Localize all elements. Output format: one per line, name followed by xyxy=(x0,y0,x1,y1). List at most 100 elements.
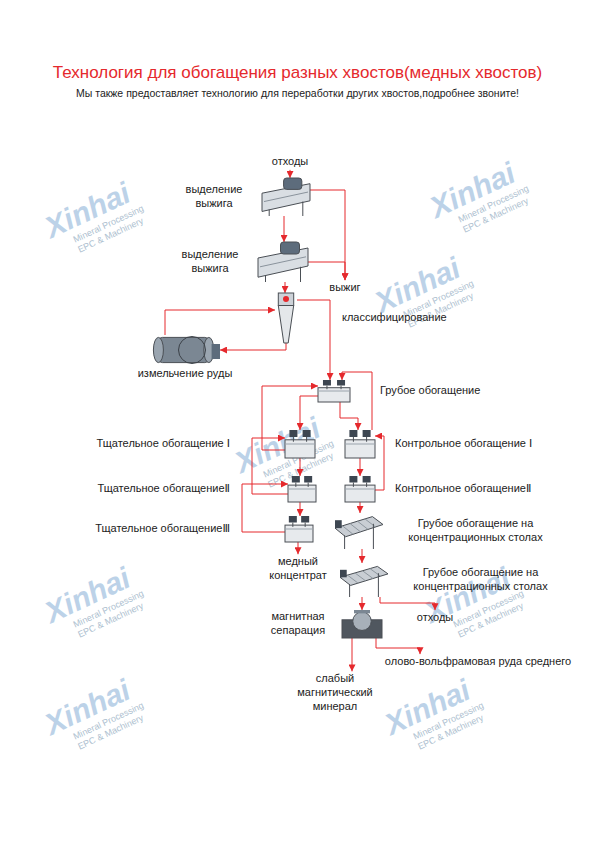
flow-connector xyxy=(297,300,330,380)
flow-connector xyxy=(360,458,361,476)
cell-tank xyxy=(318,388,350,402)
flow-connector xyxy=(376,638,420,654)
product-text: выжиг xyxy=(329,281,360,295)
watermark: XinhaiMineral ProcessingEPC & Machinery xyxy=(40,671,150,761)
product-node: выжиг xyxy=(327,280,362,296)
equipment-label: выделение выжига xyxy=(170,248,250,276)
cell-shaft xyxy=(308,483,309,487)
equipment-label: Тщательное обогащениеⅡ xyxy=(97,482,230,496)
equipment-node: выделение выжига xyxy=(258,242,308,282)
flow-connector xyxy=(284,216,285,242)
equipment-node: измельчение руды xyxy=(150,335,220,365)
equipment-text: измельчение руды xyxy=(130,367,240,381)
equipment-label: Грубое обогащение на концентрационных ст… xyxy=(398,566,563,594)
equipment-label: Грубое обогащение на концентрационных ст… xyxy=(393,517,558,545)
equipment-node: Контрольное обогащениеⅡ xyxy=(345,476,375,502)
cell-shaft xyxy=(292,523,293,527)
cell-shaft xyxy=(326,386,327,390)
cell-lip xyxy=(285,444,315,445)
equipment-label: Контрольное обогащениеⅡ xyxy=(395,482,531,496)
flow-connector xyxy=(310,190,345,280)
equipment-label: Контрольное обогащение Ⅰ xyxy=(395,437,532,451)
equipment-text: Тщательное обогащениеⅡ xyxy=(97,482,230,496)
cell-shaft xyxy=(341,386,342,390)
mill-gear xyxy=(179,337,206,364)
flow-connector xyxy=(308,262,345,280)
equipment-node: магнитная сепарация xyxy=(342,610,382,638)
equipment-text: Контрольное обогащение Ⅰ xyxy=(395,437,532,451)
cell-shaft xyxy=(353,437,354,442)
cell-shaft xyxy=(366,483,367,487)
hydrocyclone-icon xyxy=(275,293,297,343)
table-riffle xyxy=(357,521,368,529)
cell-shaft xyxy=(295,483,296,487)
cell-motor xyxy=(289,430,297,437)
equipment-node: Тщательное обогащение Ⅰ xyxy=(285,430,315,458)
vibrating-screen-icon xyxy=(262,178,310,216)
cell-tank xyxy=(345,485,375,502)
equipment-text: Грубое обогащение на концентрационных ст… xyxy=(398,566,563,594)
equipment-node: классифицирование xyxy=(275,293,297,343)
cell-tank xyxy=(345,440,375,458)
flow-connector xyxy=(300,396,318,430)
flow-connector xyxy=(362,549,363,563)
cell-motor xyxy=(301,516,309,523)
cell-motor xyxy=(363,430,371,437)
table-drive xyxy=(335,520,342,528)
equipment-label: Тщательное обогащениеⅢ xyxy=(95,522,230,536)
shaking-table-icon xyxy=(340,563,388,597)
table-deck xyxy=(340,566,388,585)
screen-motor xyxy=(281,242,300,254)
equipment-node: Тщательное обогащениеⅡ xyxy=(288,476,316,502)
equipment-text: Контрольное обогащениеⅡ xyxy=(395,482,531,496)
separator-hopper xyxy=(354,610,370,613)
flow-connector xyxy=(360,502,361,513)
watermark: XinhaiMineral ProcessingEPC & Machinery xyxy=(40,559,150,649)
flotation-cell-icon xyxy=(345,476,375,502)
cell-motor xyxy=(292,476,300,483)
flow-connector xyxy=(298,542,299,554)
cell-lip xyxy=(318,391,350,392)
equipment-node: Контрольное обогащение Ⅰ xyxy=(345,430,375,458)
flow-connector xyxy=(165,310,275,335)
page-title: Технология для обогащения разных хвостов… xyxy=(0,62,595,84)
flow-connector xyxy=(300,502,301,516)
shaking-table-icon xyxy=(335,513,383,549)
flow-connector xyxy=(375,436,384,490)
product-text: олово-вольфрамовая руда среднего xyxy=(385,655,571,669)
flotation-cell-icon xyxy=(285,516,313,542)
cell-tank xyxy=(288,485,316,502)
watermark: XinhaiMineral ProcessingEPC & Machinery xyxy=(425,154,535,244)
flow-connector xyxy=(220,343,286,350)
flotation-cell-icon xyxy=(318,380,350,402)
equipment-node: Грубое обогащение на концентрационных ст… xyxy=(340,563,388,597)
product-text: отходы xyxy=(272,155,309,169)
cyclone-cone xyxy=(278,306,293,344)
cell-shaft xyxy=(353,483,354,487)
equipment-label: Грубое обогащение xyxy=(380,384,480,398)
table-riffle xyxy=(362,571,373,579)
product-node: слабый магнитический минерал xyxy=(278,671,392,714)
vibrating-screen-icon xyxy=(258,242,308,282)
watermark: XinhaiMineral ProcessingEPC & Machinery xyxy=(380,671,490,761)
flow-connector xyxy=(285,282,286,293)
table-deck xyxy=(335,517,383,537)
product-node: отходы xyxy=(270,154,311,170)
equipment-label: классифицирование xyxy=(342,311,447,325)
cell-motor xyxy=(323,380,331,386)
cell-motor xyxy=(349,430,357,437)
table-leg xyxy=(378,573,379,597)
equipment-label: выделение выжига xyxy=(174,183,254,211)
equipment-text: классифицирование xyxy=(342,311,447,325)
flow-connector xyxy=(252,438,288,494)
equipment-label: измельчение руды xyxy=(130,367,240,381)
mill-drive xyxy=(212,344,220,359)
ball-mill-icon xyxy=(150,335,220,365)
cell-shaft xyxy=(305,523,306,527)
flow-connector xyxy=(380,597,435,610)
equipment-node: Грубое обогащение на концентрационных ст… xyxy=(335,513,383,549)
equipment-text: Грубое обогащение на концентрационных ст… xyxy=(393,517,558,545)
